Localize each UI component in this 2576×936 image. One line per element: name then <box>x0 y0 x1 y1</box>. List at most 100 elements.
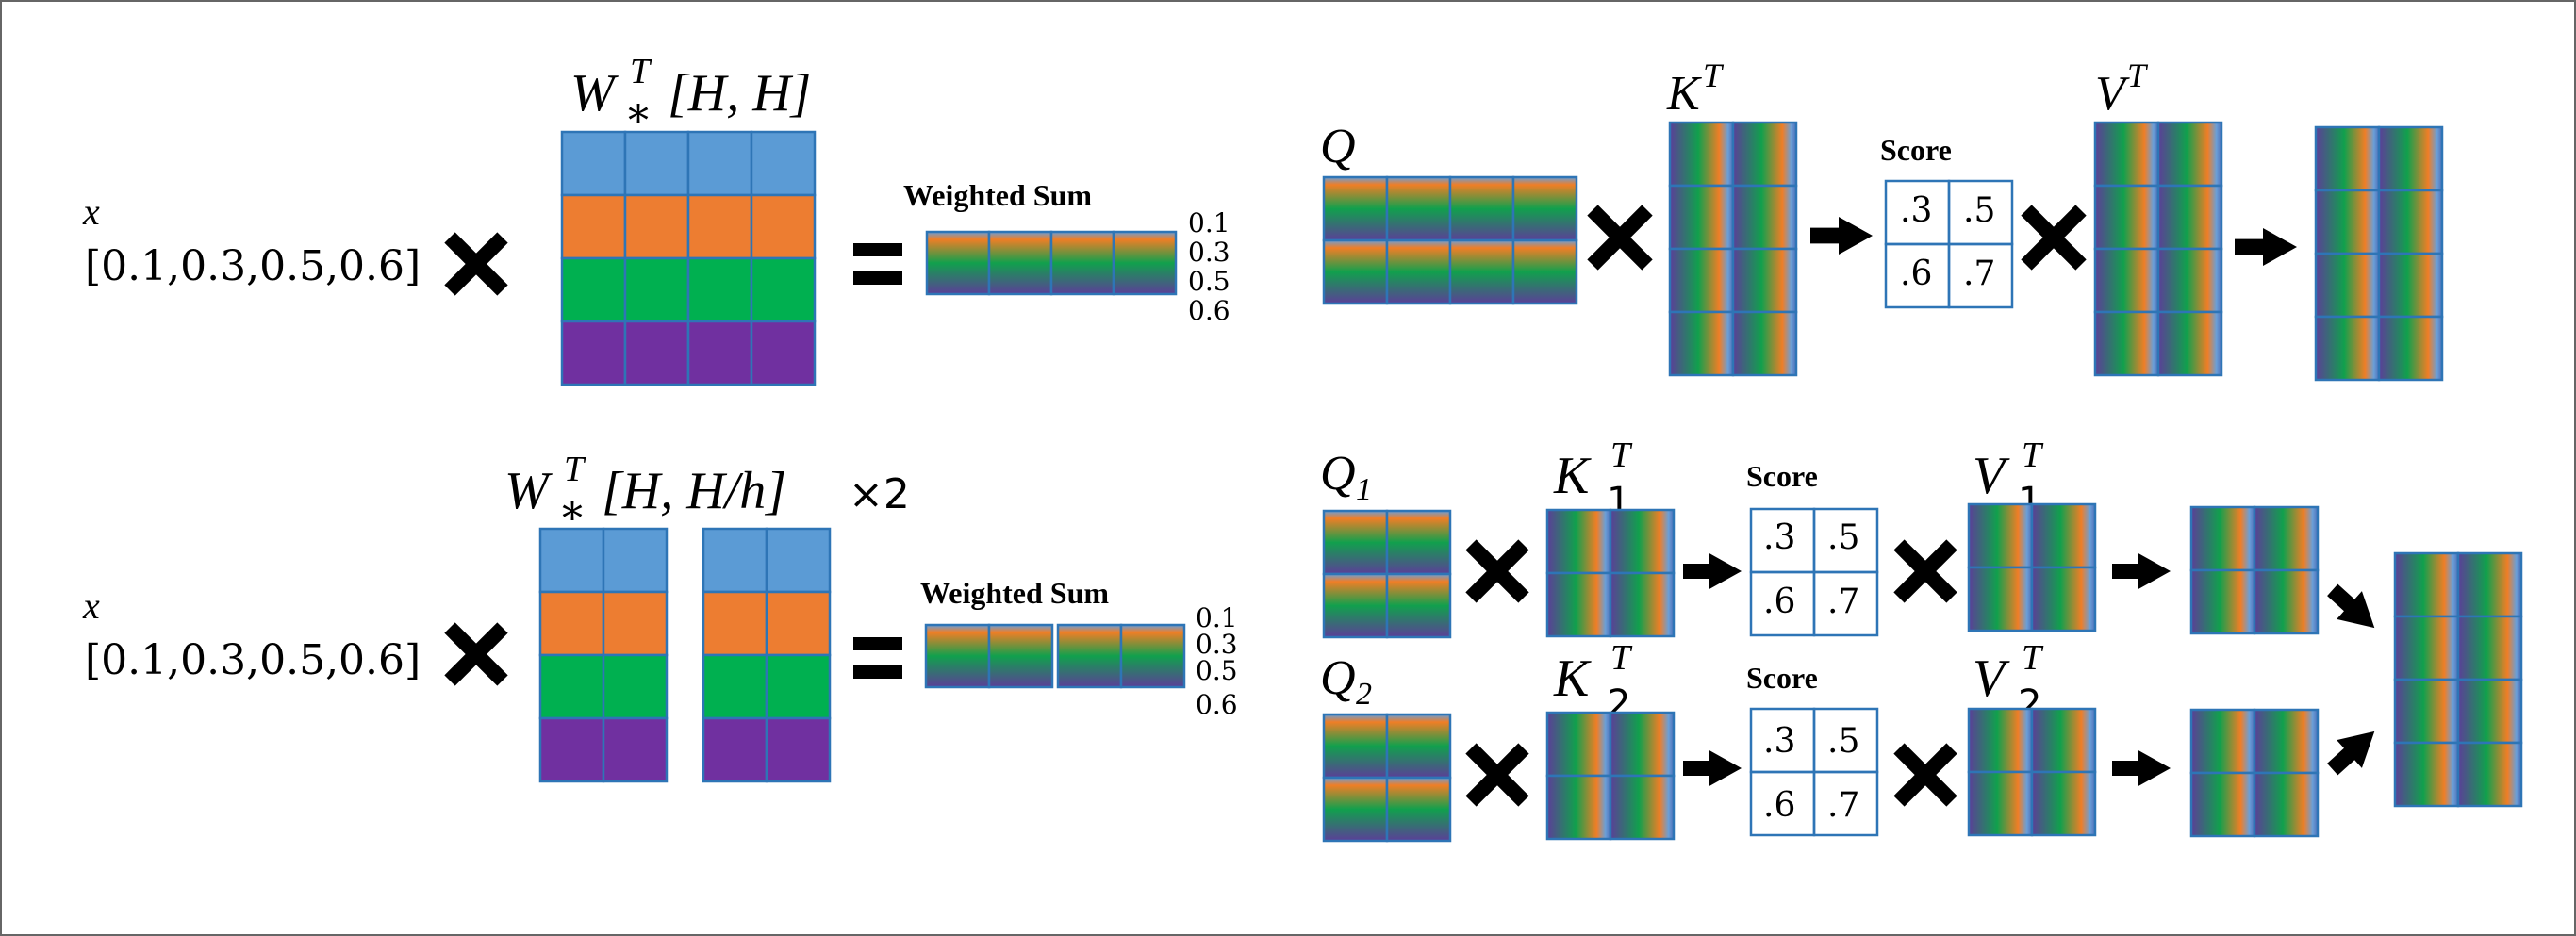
gradient-cell <box>2030 707 2097 774</box>
bottom-multiply-icon <box>444 622 508 686</box>
weight-cell <box>702 716 768 783</box>
gradient-cell <box>987 623 1054 689</box>
top-w-sup: T <box>630 52 652 91</box>
weight-cell <box>623 320 690 386</box>
head2-output-matrix <box>2189 708 2320 838</box>
gradient-cell <box>2156 310 2223 377</box>
head2-k-matrix <box>1545 711 1676 841</box>
gradient-cell <box>2189 505 2256 572</box>
gradient-cell <box>1322 713 1389 780</box>
score-cell: .5 <box>1827 518 1859 557</box>
bottom-w-sup: T <box>564 450 586 489</box>
weight-cell <box>765 653 832 720</box>
top-multiply-icon-3 <box>2021 205 2087 271</box>
head1-score-label: Score <box>1746 459 1818 493</box>
cross-stroke <box>444 622 508 686</box>
gradient-cell <box>1731 247 1798 314</box>
bottom-sum-value: 0.1 <box>1196 602 1238 633</box>
weight-cell <box>560 130 627 197</box>
concat-arrow-down-icon <box>2327 583 2375 629</box>
weight-cell <box>560 256 627 323</box>
gradient-cell <box>1322 175 1389 242</box>
gradient-cell <box>2156 121 2223 188</box>
score-cell: .6 <box>1763 583 1795 621</box>
concat-output-matrix <box>2393 551 2523 808</box>
gradient-cell <box>1385 713 1452 780</box>
bottom-sum-value: 0.6 <box>1196 689 1238 720</box>
head1-k-matrix <box>1545 508 1676 638</box>
gradient-cell <box>1967 707 2034 774</box>
bottom-w-base: W <box>504 462 553 520</box>
weight-cell <box>623 193 690 260</box>
gradient-cell <box>1056 623 1123 689</box>
weight-cell <box>560 320 627 386</box>
arrow-shape <box>1683 553 1742 589</box>
gradient-cell <box>1668 184 1735 251</box>
weight-cell <box>602 716 669 783</box>
bottom-sum-value: 0.5 <box>1196 655 1238 686</box>
gradient-cell <box>2093 247 2160 314</box>
weight-cell <box>602 527 669 594</box>
head2-k-base: K <box>1553 649 1592 708</box>
gradient-cell <box>1385 776 1452 843</box>
gradient-cell <box>2377 315 2444 382</box>
top-sum-value: 0.1 <box>1188 207 1230 238</box>
gradient-cell <box>1511 238 1578 305</box>
top-weighted-sum-label: Weighted Sum <box>903 178 1092 212</box>
bottom-w-mult: ×2 <box>849 470 910 518</box>
equals-bar <box>853 243 902 256</box>
top-weighted-sum-bar <box>925 230 1178 296</box>
gradient-cell <box>2314 252 2381 319</box>
gradient-cell <box>2314 125 2381 192</box>
gradient-cell <box>2456 551 2523 618</box>
gradient-cell <box>2156 247 2223 314</box>
weight-cell <box>686 320 753 386</box>
gradient-cell <box>1967 502 2034 569</box>
equals-bar <box>853 271 902 285</box>
bottom-weighted-sum-bar-1 <box>924 623 1054 689</box>
head2-arrow-right-icon <box>1683 750 1742 786</box>
gradient-cell <box>1609 711 1676 778</box>
head1-k-sup: T <box>1610 435 1633 475</box>
weight-cell <box>765 527 832 594</box>
head1-multiply-icon-2 <box>1893 539 1957 603</box>
head1-v-base: V <box>1973 447 2010 505</box>
arrow-shape <box>2327 583 2375 629</box>
bottom-weighted-sum-label: Weighted Sum <box>920 576 1109 610</box>
weight-cell <box>765 716 832 783</box>
gradient-cell <box>1322 509 1389 576</box>
gradient-cell <box>1967 566 2034 632</box>
top-score-label: Score <box>1880 133 1952 167</box>
head1-multiply-icon <box>1465 539 1529 603</box>
gradient-cell <box>2189 771 2256 838</box>
arrow-shape <box>1810 217 1873 255</box>
gradient-cell <box>987 230 1053 296</box>
gradient-cell <box>1448 238 1515 305</box>
top-w-dims: [H, H] <box>668 64 811 123</box>
gradient-cell <box>1119 623 1186 689</box>
arrow-shape <box>2327 731 2375 776</box>
head1-arrow-right-icon <box>1683 553 1742 589</box>
gradient-cell <box>2093 121 2160 188</box>
gradient-cell <box>1322 776 1389 843</box>
top-weight-label: W <box>570 64 619 123</box>
gradient-cell <box>2377 252 2444 319</box>
score-cell-border <box>1812 570 1879 637</box>
head1-output-matrix <box>2189 505 2320 635</box>
arrow-shape <box>2112 553 2171 589</box>
score-cell: .7 <box>1827 786 1859 825</box>
top-sum-value: 0.3 <box>1188 237 1230 268</box>
weight-cell <box>538 527 605 594</box>
weight-cell <box>686 256 753 323</box>
gradient-cell <box>1545 774 1612 841</box>
weight-cell <box>702 590 768 657</box>
gradient-cell <box>924 623 991 689</box>
top-v-label: V <box>2095 67 2130 121</box>
score-cell: .3 <box>1763 722 1795 761</box>
weight-cell <box>702 527 768 594</box>
head1-q-sub: 1 <box>1356 472 1372 507</box>
gradient-cell <box>1385 175 1452 242</box>
gradient-cell <box>1545 571 1612 638</box>
bottom-weighted-sum-bar-2 <box>1056 623 1186 689</box>
cross-stroke <box>2021 205 2087 271</box>
